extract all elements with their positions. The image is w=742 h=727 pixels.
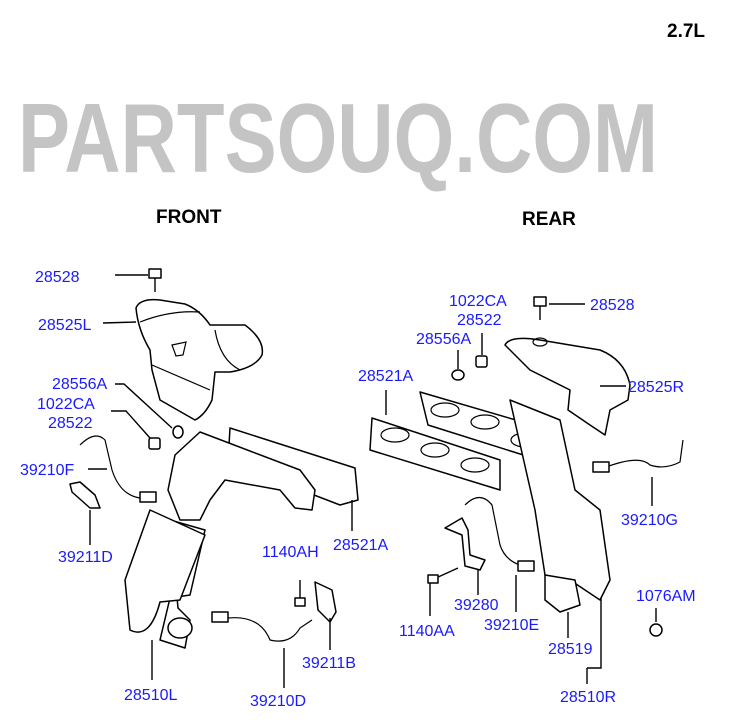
part-label-39211D[interactable]: 39211D [58, 549, 113, 566]
part-label-39210D[interactable]: 39210D [250, 693, 306, 710]
part-label-1022CA-front[interactable]: 1022CA [37, 396, 95, 413]
front-heat-protector [135, 298, 264, 421]
rear-heading: REAR [522, 209, 576, 230]
part-label-28522-rear[interactable]: 28522 [457, 312, 502, 329]
front-bolt-1140AH [294, 580, 306, 607]
front-sensor-39210F [79, 435, 157, 503]
rear-gasket-ring [451, 369, 465, 381]
front-heading: FRONT [156, 207, 222, 228]
part-label-28510R[interactable]: 28510R [560, 689, 616, 706]
front-leader-lines [88, 274, 353, 688]
front-manifold [124, 427, 359, 649]
engine-label: 2.7L [667, 21, 705, 42]
rear-sensor-39210E [464, 496, 535, 572]
front-gasket-ring [172, 425, 184, 439]
rear-nut [475, 355, 488, 368]
part-label-28521A-front[interactable]: 28521A [333, 537, 388, 554]
rear-bolt-icon [533, 296, 547, 320]
part-label-28522-front[interactable]: 28522 [48, 415, 93, 432]
part-label-28528-front[interactable]: 28528 [35, 269, 80, 286]
part-label-39210G[interactable]: 39210G [621, 512, 678, 529]
part-label-39210F[interactable]: 39210F [20, 462, 74, 479]
part-label-28556A-rear[interactable]: 28556A [416, 331, 471, 348]
part-label-39211B[interactable]: 39211B [302, 655, 356, 672]
part-label-28519[interactable]: 28519 [548, 641, 593, 658]
rear-sensor-39210G [592, 439, 684, 473]
rear-heat-protector [504, 337, 631, 436]
part-label-1076AM[interactable]: 1076AM [636, 588, 696, 605]
watermark: PARTSOUQ.COM [18, 83, 658, 193]
part-label-28510L[interactable]: 28510L [124, 687, 177, 704]
part-label-1022CA-rear[interactable]: 1022CA [449, 293, 507, 310]
front-bolt-icon [148, 268, 162, 292]
rear-manifold-gasket [369, 417, 501, 491]
rear-leader-lines [385, 303, 657, 684]
part-label-39280[interactable]: 39280 [454, 597, 499, 614]
rear-bracket-39280 [444, 517, 486, 571]
rear-manifold [419, 391, 611, 613]
part-label-28556A-front[interactable]: 28556A [52, 376, 107, 393]
rear-bolt-1140AA [427, 567, 459, 584]
rear-washer-1076AM [649, 623, 663, 637]
front-bracket-39211D [69, 481, 101, 509]
front-bracket-39211B [314, 581, 337, 623]
part-label-28525R[interactable]: 28525R [628, 379, 684, 396]
part-label-28521A-rear[interactable]: 28521A [358, 368, 413, 385]
part-label-28525L[interactable]: 28525L [38, 317, 91, 334]
front-sensor-39210D [211, 611, 313, 642]
part-label-1140AA[interactable]: 1140AA [399, 623, 455, 640]
part-label-39210E[interactable]: 39210E [484, 617, 539, 634]
part-label-28528-rear[interactable]: 28528 [590, 297, 635, 314]
front-nut [148, 437, 161, 450]
part-label-1140AH[interactable]: 1140AH [262, 544, 319, 561]
